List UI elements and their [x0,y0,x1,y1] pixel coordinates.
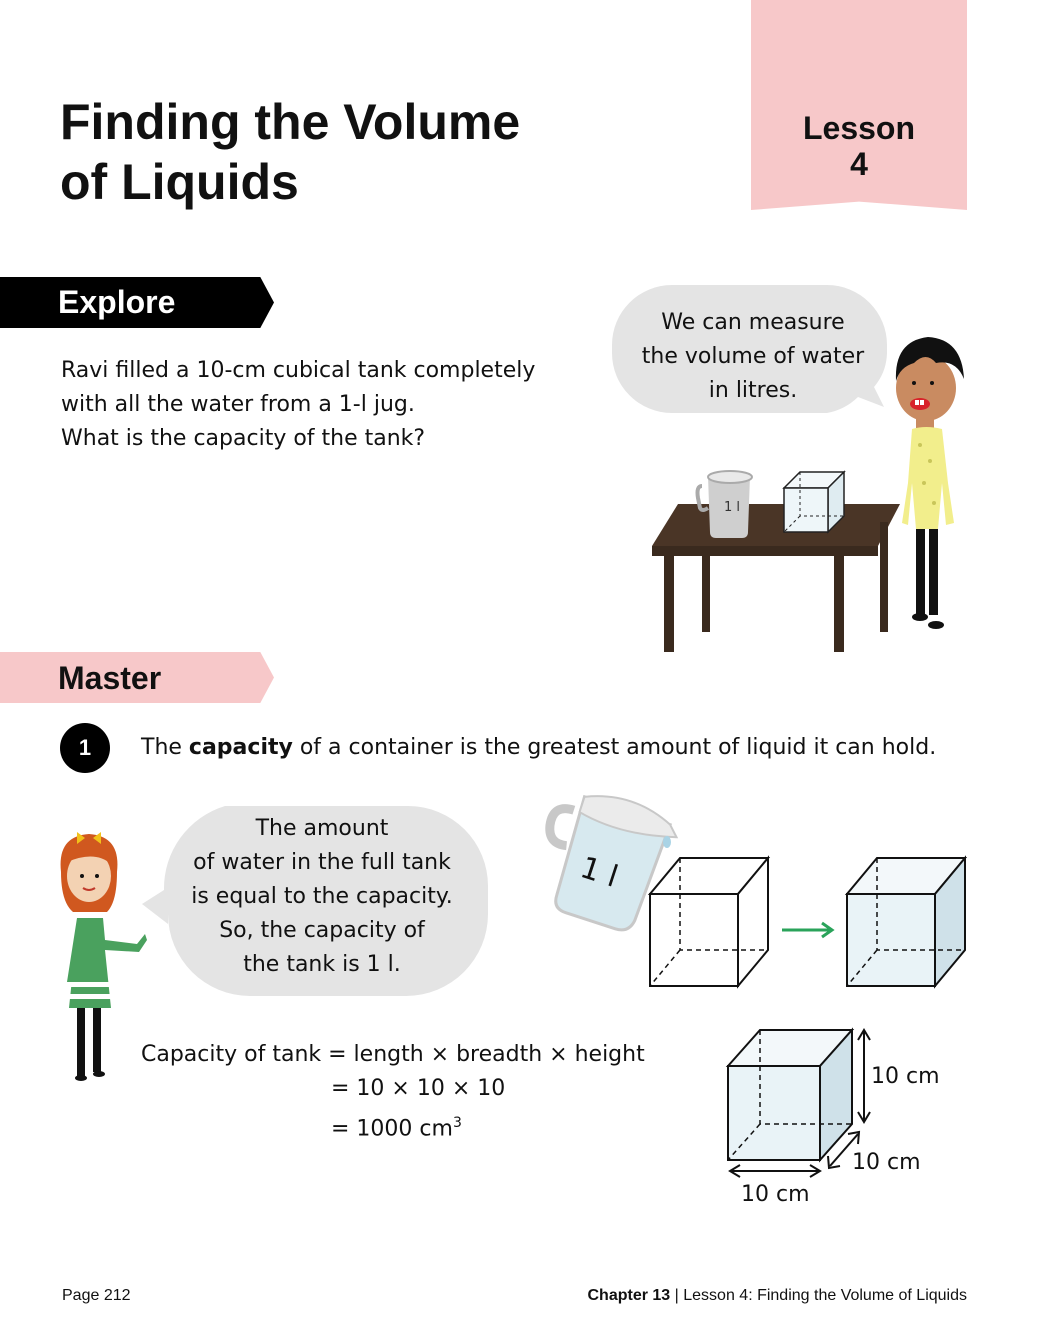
bubble-line: We can measure [661,310,845,335]
explore-line: What is the capacity of the tank? [61,426,426,451]
master-heading: Master [58,660,162,696]
footer-lesson: Lesson 4: Finding the Volume of Liquids [683,1287,967,1304]
capacity-definition: The capacity of a container is the great… [141,731,936,765]
height-label: 10 cm [871,1064,940,1089]
footer-separator: | [674,1287,679,1304]
large-jug-icon [545,794,679,932]
formula-exponent: 3 [452,1115,462,1131]
explore-heading: Explore [58,284,176,320]
bubble-line: So, the capacity of [219,918,425,943]
title-line-2: of Liquids [60,154,299,210]
width-label: 10 cm [741,1182,810,1207]
empty-tank-icon [647,855,771,989]
bubble-line: in litres. [708,378,798,403]
bubble-line: is equal to the capacity. [191,884,453,909]
speech-bubble-boy [612,285,887,413]
bubble-text-girl: The amount of water in the full tank is … [175,812,469,982]
formula-result: = 1000 cm [331,1116,453,1142]
boy-illustration [895,337,964,629]
explore-line: Ravi filled a 10-cm cubical tank complet… [61,358,536,383]
formula-line-2: = 10 × 10 × 10 [331,1076,506,1101]
small-tank-icon [782,470,846,534]
footer-chapter: Chapter 13 [587,1287,671,1304]
speech-bubble-girl [142,806,488,996]
lesson-number: 4 [850,146,868,182]
explore-banner [0,277,274,328]
definition-term: capacity [188,735,293,760]
bubble-line: the volume of water [641,344,865,369]
dimensioned-tank-icon [725,1027,871,1178]
definition-text: of a container is the greatest amount of… [292,735,937,760]
explore-line: with all the water from a 1-l jug. [61,392,415,417]
page-number: Page 212 [62,1287,131,1304]
definition-text: The [141,735,189,760]
green-arrow-icon [782,921,835,939]
title-line-1: Finding the Volume [60,94,521,150]
small-jug-label: 1 l [723,500,740,515]
girl-illustration [60,832,147,1081]
bubble-line: The amount [255,816,389,841]
depth-label: 10 cm [852,1150,921,1175]
table-illustration [652,504,900,652]
bubble-line: the tank is 1 l. [243,952,401,977]
bubble-line: of water in the full tank [193,850,451,875]
explore-problem: Ravi filled a 10-cm cubical tank complet… [61,354,581,456]
lesson-label: Lesson [802,110,916,146]
master-banner [0,652,274,703]
lesson-tab [751,0,967,210]
step-number-badge: 1 [60,723,110,773]
bubble-text-boy: We can measure the volume of water in li… [622,306,884,408]
footer-chapter-info: Chapter 13 | Lesson 4: Finding the Volum… [587,1286,967,1306]
page-title: Finding the Volume of Liquids [60,92,620,212]
formula-line-1: Capacity of tank = length × breadth × he… [141,1042,645,1067]
full-tank-icon [844,855,968,989]
formula-line-3: = 1000 cm3 [331,1106,462,1146]
small-jug-icon [695,470,753,538]
